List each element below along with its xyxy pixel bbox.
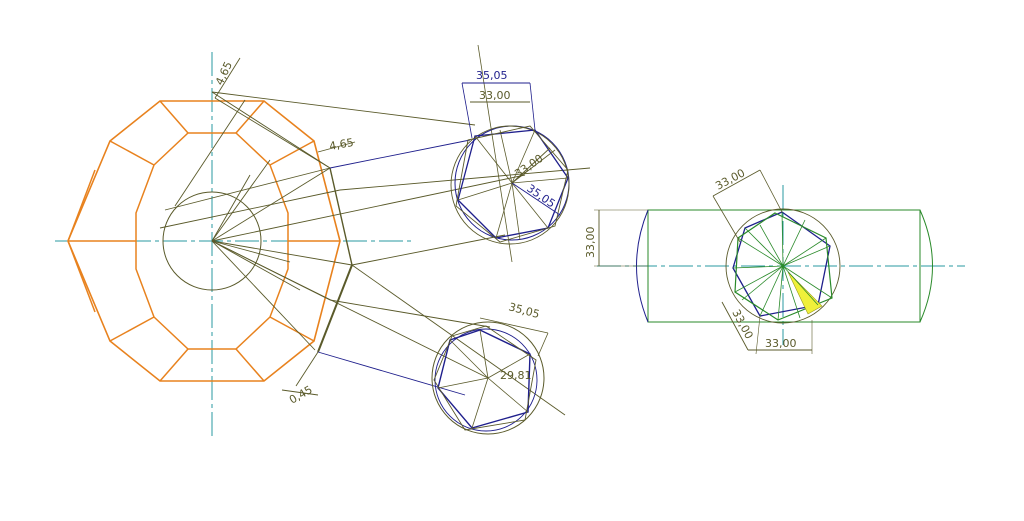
dim-upper-width-outer: 35,05: [476, 69, 508, 82]
dim-upper-width-inner: 33,00: [479, 89, 511, 102]
cylinder-view: [594, 169, 965, 355]
face-edge-lower: [317, 264, 353, 353]
face-edge-upper: [329, 167, 353, 266]
lower-outer-circle: [431, 321, 545, 435]
cylinder-rays: [732, 211, 833, 321]
projection-lines: [211, 91, 591, 416]
lower-polygon-view: [431, 317, 549, 435]
dim-cyl-bottom: 33,00: [765, 337, 797, 350]
cylinder-right-cap: [919, 209, 933, 323]
dim-cyl-top: 33,00: [713, 166, 747, 192]
dim-cyl-height: 33,00: [584, 227, 597, 259]
dimension-labels: 4,65 4,65 0,45 35,05 33,00 33,00 35,05 3…: [213, 60, 797, 407]
dim-upper-radial-inner: 33,00: [512, 152, 545, 181]
dim-left-face-lower: 0,45: [287, 383, 315, 407]
dim-lower-radial: 29,81: [500, 369, 532, 382]
faceted-ball-view: [55, 52, 415, 440]
lower-inner-circle: [434, 328, 538, 432]
highlight-facet: [787, 271, 823, 315]
dim-left-face-upper: 4,65: [328, 136, 354, 153]
dim-cyl-diag: 33,00: [729, 307, 755, 341]
cylinder-section-circle: [725, 208, 841, 324]
left-dim-leaders: [214, 57, 356, 396]
construction-rays: [159, 91, 353, 351]
center-circle: [162, 191, 262, 291]
upper-polygon-2: [455, 125, 569, 243]
dim-upper-radial-outer: 35,05: [524, 182, 557, 211]
upper-inner-circle: [450, 125, 570, 245]
upper-polygon-view: [450, 44, 570, 263]
dim-lower-across: 35,05: [507, 300, 541, 321]
dim-left-top: 4,65: [213, 60, 235, 88]
lower-polygon-2: [433, 325, 537, 431]
